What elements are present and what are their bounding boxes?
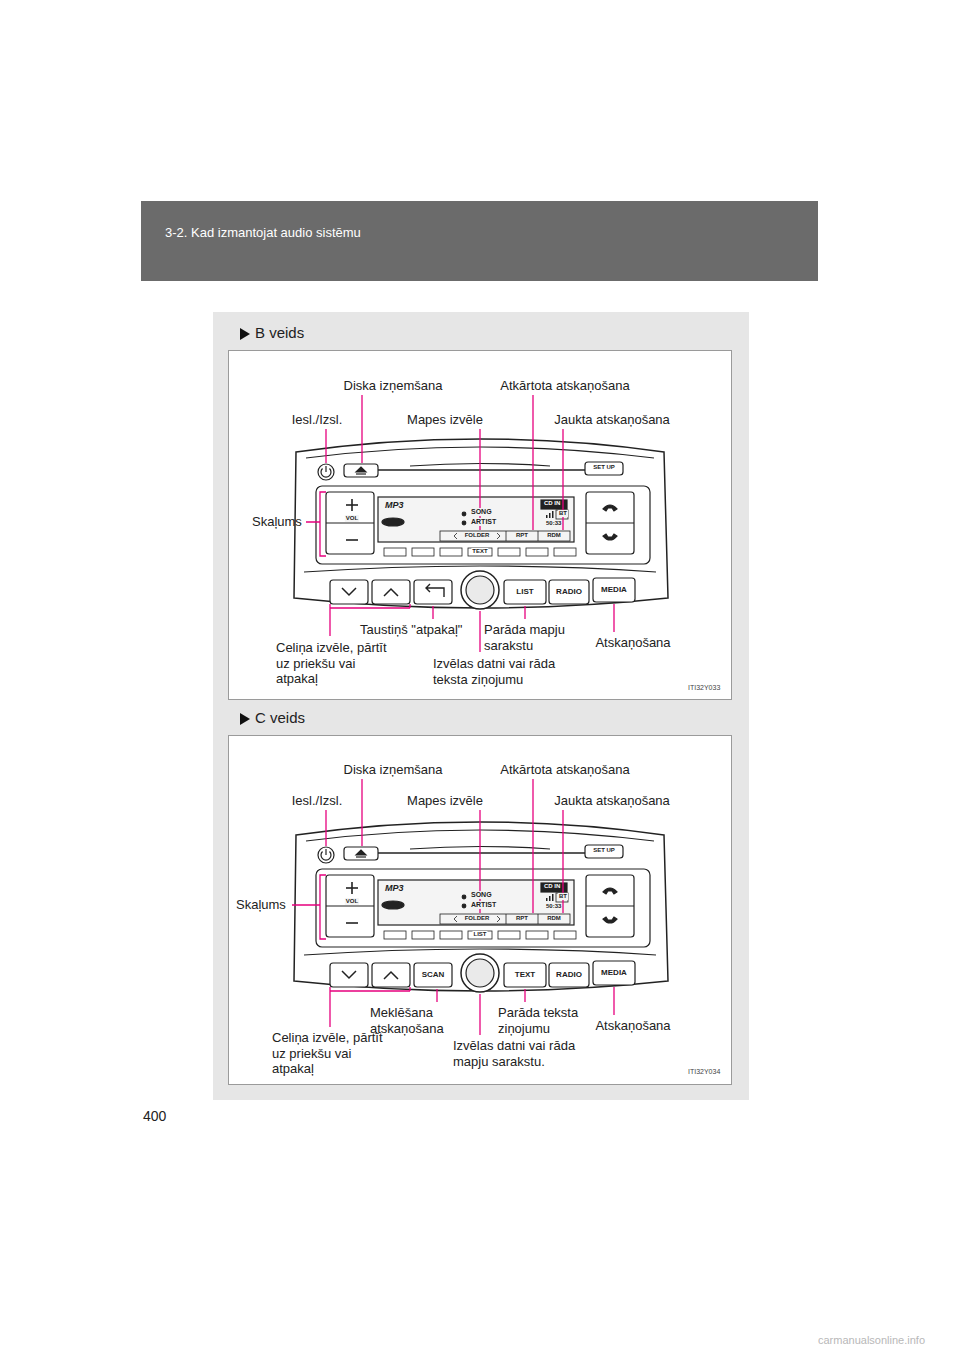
leader-lines — [479, 611, 480, 652]
callout-text: Atkārtota atskaņošana — [500, 378, 629, 394]
display-text: FOLDER — [464, 915, 491, 922]
leader-lines — [361, 395, 362, 463]
display-text: 50:33 — [545, 520, 562, 527]
button-label: MEDIA — [600, 585, 628, 595]
panel-heading: C veids — [255, 709, 305, 726]
button-label: RADIO — [555, 970, 583, 980]
display-text: CD IN — [543, 883, 561, 890]
display-text: RDM — [546, 532, 562, 539]
panel-ground — [213, 312, 749, 1100]
display-text: ARTIST — [470, 518, 497, 526]
display-text: SONG — [470, 508, 493, 516]
leader-lines — [306, 492, 326, 556]
leader-lines — [479, 994, 480, 1035]
display-text: MP3 — [384, 883, 405, 894]
callout-text: Mapes izvēle — [407, 793, 483, 809]
heading-marker — [240, 713, 250, 725]
button-label: LIST — [515, 587, 534, 597]
leader-lines — [432, 606, 433, 619]
display-text: FOLDER — [464, 532, 491, 539]
leader-lines — [524, 606, 525, 619]
heading-marker — [239, 327, 251, 341]
leader-lines — [532, 395, 533, 530]
leader-lines — [325, 429, 326, 463]
display-text: 50:33 — [545, 903, 562, 910]
callout-text: Skaļums — [236, 897, 286, 913]
leader-lines — [325, 810, 326, 846]
button-label: SET UP — [592, 847, 616, 854]
heading-marker — [239, 712, 251, 726]
callout-text: Atskaņošana — [595, 635, 670, 651]
button-label: LIST — [473, 931, 488, 938]
display-text: RPT — [515, 532, 529, 539]
display-text: RPT — [515, 915, 529, 922]
frame-ground — [228, 350, 732, 700]
button-label: RADIO — [555, 587, 583, 597]
header-band — [141, 201, 818, 281]
display-text: SONG — [470, 891, 493, 899]
callout-text: Diska izņemšana — [344, 378, 443, 394]
callout-text: Iesl./Izsl. — [292, 793, 343, 809]
callout-text: Jaukta atskaņošana — [554, 793, 670, 809]
callout-text: Parāda teksta ziņojumu — [498, 1005, 593, 1036]
heading-marker — [240, 328, 250, 340]
display-text: BT — [558, 510, 568, 517]
leader-lines — [613, 987, 614, 1015]
callout-text: Meklēšana atskaņošana — [370, 1005, 460, 1036]
display-text: MP3 — [384, 500, 405, 511]
leader-lines — [292, 875, 326, 939]
display-text: RDM — [546, 915, 562, 922]
leader-lines — [436, 989, 437, 1002]
leader-lines — [292, 395, 614, 1035]
panel-heading: B veids — [255, 324, 304, 341]
button-label: TEXT — [514, 970, 536, 980]
callout-text: Diska izņemšana — [344, 762, 443, 778]
radio-unit — [294, 439, 668, 609]
callout-text: Izvēlas datni vai rāda teksta ziņojumu — [433, 656, 565, 687]
button-label: VOL — [345, 898, 359, 905]
callout-text: Atkārtota atskaņošana — [500, 762, 629, 778]
callout-text: Iesl./Izsl. — [292, 412, 343, 428]
button-label: VOL — [345, 515, 359, 522]
display-text: CD IN — [543, 500, 561, 507]
leader-lines — [361, 779, 362, 846]
radio-unit — [294, 822, 668, 992]
callout-text: Celiņa izvēle, pārtīt uz priekšu vai atp… — [276, 640, 392, 687]
leader-lines — [613, 604, 614, 632]
frame-ground — [228, 735, 732, 1085]
callout-text: Izvēlas datni vai rāda mapju sarakstu. — [453, 1038, 603, 1069]
callout-text: Atskaņošana — [595, 1018, 670, 1034]
page-number: 400 — [143, 1108, 166, 1125]
figure-code: ITI32Y034 — [688, 1068, 720, 1076]
button-label: MEDIA — [600, 968, 628, 978]
leader-lines — [524, 989, 525, 1002]
button-label: SET UP — [592, 464, 616, 471]
callout-text: Celiņa izvēle, pārtīt uz priekšu vai atp… — [272, 1030, 388, 1077]
callout-text: Skaļums — [252, 514, 302, 530]
back-arrow-icon — [426, 584, 444, 597]
button-label: TEXT — [471, 548, 488, 555]
leader-lines — [532, 779, 533, 913]
callout-text: Taustiņš "atpakaļ" — [360, 622, 462, 638]
figure-code: ITI32Y033 — [688, 684, 720, 692]
callout-text: Mapes izvēle — [407, 412, 483, 428]
callout-text: Jaukta atskaņošana — [554, 412, 670, 428]
button-label: SCAN — [421, 970, 446, 980]
section-header: 3-2. Kad izmantojat audio sistēmu — [165, 225, 361, 241]
display-text: BT — [558, 893, 568, 900]
display-text: ARTIST — [470, 901, 497, 909]
callout-text: Parāda mapju sarakstu — [484, 622, 574, 653]
watermark: carmanualsonline.info — [818, 1334, 925, 1347]
